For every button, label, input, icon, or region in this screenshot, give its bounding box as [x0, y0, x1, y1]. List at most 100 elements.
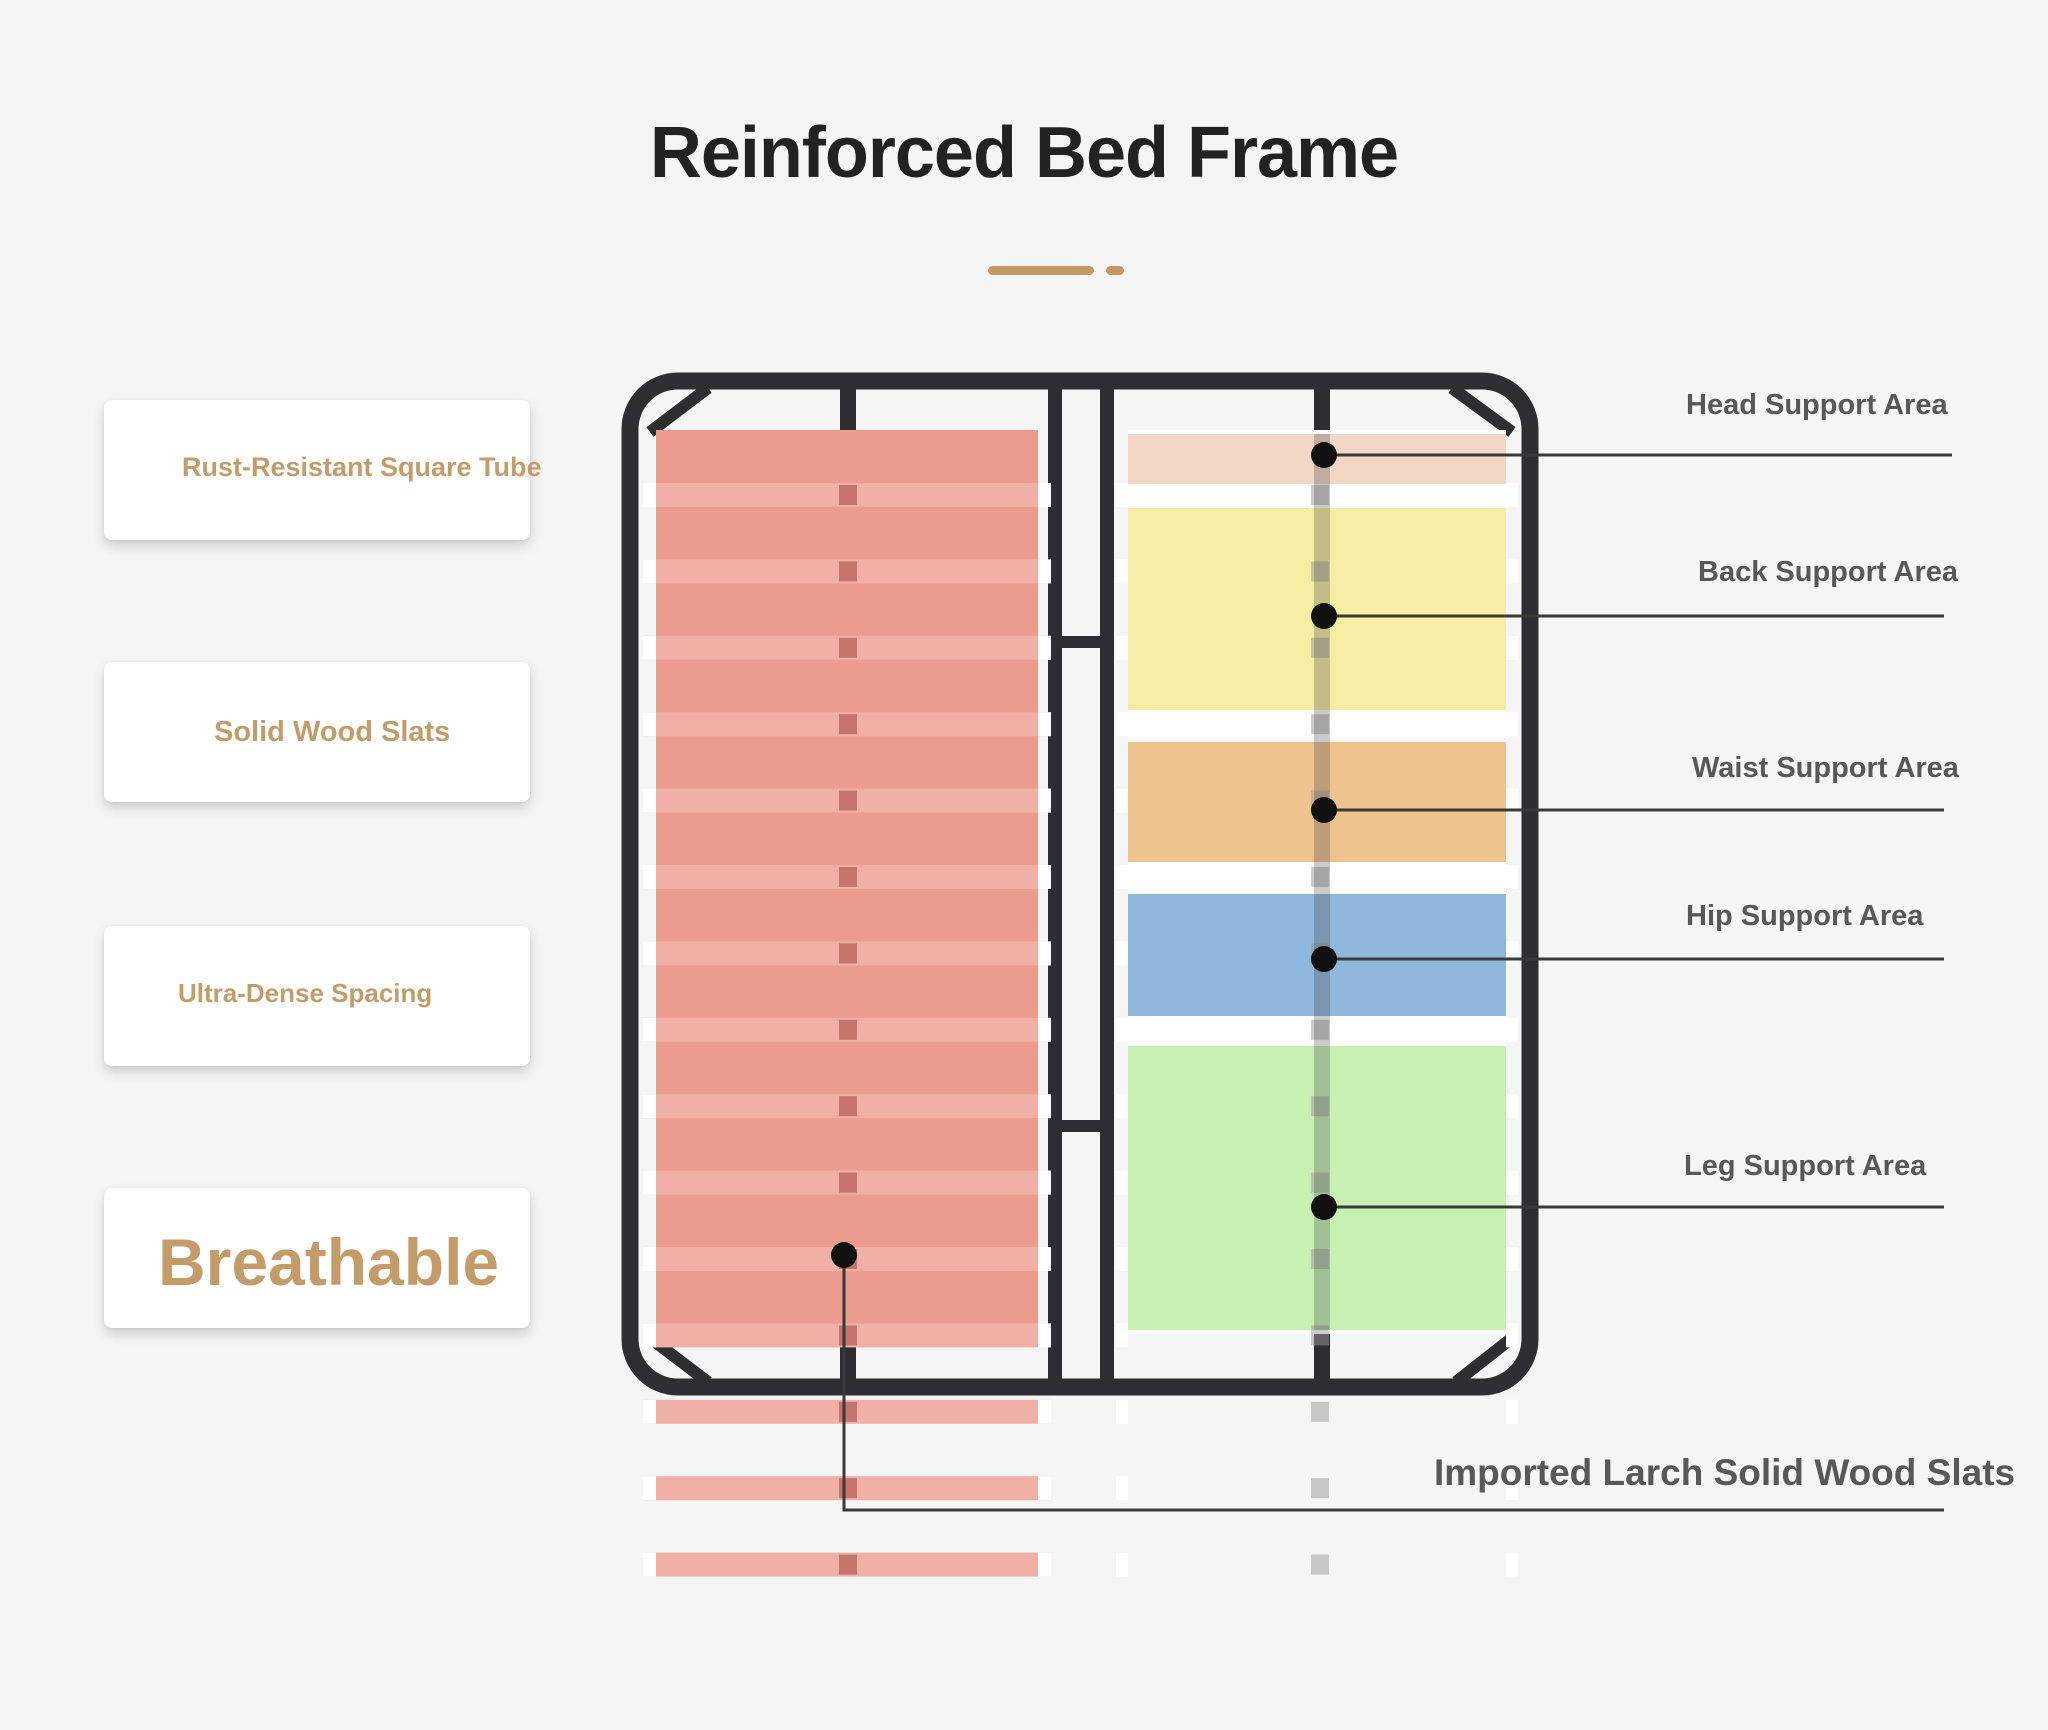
zone-label-waist: Waist Support Area	[1692, 752, 1959, 784]
slat-connector	[1311, 1401, 1329, 1422]
slat-end-cap	[1506, 1323, 1518, 1348]
slat-end-cap	[1506, 635, 1518, 660]
slat-connector	[839, 485, 857, 505]
page-title: Reinforced Bed Frame	[649, 113, 1399, 193]
slat-end-cap	[1116, 1552, 1128, 1577]
slat-connector	[1311, 637, 1329, 658]
callout-slats-dot	[831, 1242, 857, 1268]
slat-end-cap	[643, 1094, 656, 1119]
slat-end-cap	[1116, 1323, 1128, 1348]
slat-connector	[839, 1172, 857, 1193]
callout-back-dot	[1311, 603, 1337, 629]
callout-leg-dot	[1311, 1194, 1337, 1220]
slat-end-cap	[643, 1399, 656, 1424]
slat-connector	[1311, 1249, 1329, 1269]
title-divider-bar	[988, 266, 1094, 275]
slat-connector	[1311, 1019, 1329, 1040]
slat-connector	[839, 1325, 857, 1346]
slat-end-cap	[1038, 635, 1051, 660]
slat-end-cap	[1116, 1170, 1128, 1195]
slat-end-cap	[1506, 712, 1518, 737]
feature-card-rust-resistant: Rust-Resistant Square Tube	[104, 400, 542, 540]
slat-end-cap	[643, 1247, 656, 1271]
slat-end-cap	[1506, 941, 1518, 966]
slat-end-cap	[1506, 1476, 1518, 1501]
slat-connector	[839, 1554, 857, 1575]
feature-card-dense-spacing: Ultra-Dense Spacing	[104, 926, 530, 1066]
slat-end-cap	[1038, 1170, 1051, 1195]
slat-connector	[1311, 485, 1329, 505]
slat-connector	[839, 1478, 857, 1499]
feature-label: Ultra-Dense Spacing	[178, 978, 433, 1008]
slat-end-cap	[643, 1017, 656, 1042]
slat-end-cap	[643, 1323, 656, 1348]
slat-connector	[839, 714, 857, 735]
slat-connector	[839, 790, 857, 811]
slat-end-cap	[1506, 865, 1518, 889]
slat-end-cap	[1116, 941, 1128, 966]
title-divider-dot	[1106, 266, 1124, 275]
slat-end-cap	[1506, 1017, 1518, 1042]
slat-end-cap	[643, 865, 656, 889]
slat-end-cap	[643, 1476, 656, 1501]
frame-center-rail-left	[1048, 381, 1062, 1387]
slat-connector	[839, 943, 857, 964]
feature-label: Rust-Resistant Square Tube	[182, 452, 542, 482]
frame-center-crossbar	[1062, 1120, 1100, 1132]
slat-end-cap	[1038, 1094, 1051, 1119]
slat-end-cap	[1506, 788, 1518, 813]
slat-end-cap	[1038, 941, 1051, 966]
slat-connector	[1311, 1325, 1329, 1346]
frame-corner-brace	[1448, 383, 1516, 437]
zone-label-back: Back Support Area	[1698, 556, 1958, 588]
slat-end-cap	[1116, 559, 1128, 584]
slat-connector	[1311, 1172, 1329, 1193]
feature-card-solid-wood: Solid Wood Slats	[104, 662, 530, 802]
slat-connector	[1311, 714, 1329, 735]
slat-end-cap	[1506, 1170, 1518, 1195]
slat-end-cap	[1116, 1094, 1128, 1119]
zone-label-head: Head Support Area	[1686, 389, 1948, 421]
frame-center-crossbar	[1062, 636, 1100, 648]
callout-waist-dot	[1311, 797, 1337, 823]
slat-end-cap	[1038, 865, 1051, 889]
slat-end-cap	[1506, 483, 1518, 507]
feature-label: Breathable	[158, 1225, 500, 1299]
slat-end-cap	[643, 1170, 656, 1195]
slat-end-cap	[1038, 788, 1051, 813]
slat-end-cap	[1116, 865, 1128, 889]
slat-end-cap	[1038, 1323, 1051, 1348]
slat-end-cap	[1038, 1247, 1051, 1271]
callout-slats-line	[842, 1255, 1944, 1512]
frame-corner-brace	[1452, 1333, 1516, 1387]
zone-label-hip: Hip Support Area	[1686, 900, 1924, 932]
slat-end-cap	[643, 635, 656, 660]
frame-corner-brace	[646, 383, 712, 437]
callout-hip-dot	[1311, 946, 1337, 972]
slat-connector	[839, 637, 857, 658]
frame-outer-tube	[621, 372, 1539, 1396]
slats-group	[643, 430, 1518, 1577]
slats-label: Imported Larch Solid Wood Slats	[1434, 1452, 2016, 1493]
callout-head-dot	[1311, 442, 1337, 468]
slat-end-cap	[1038, 559, 1051, 584]
slat-end-cap	[1038, 712, 1051, 737]
slat-end-cap	[1116, 1476, 1128, 1501]
slat-end-cap	[1506, 1094, 1518, 1119]
slat-connector	[1311, 867, 1329, 887]
feature-label: Solid Wood Slats	[214, 716, 451, 748]
slat-end-cap	[643, 483, 656, 507]
slat-end-cap	[1038, 1552, 1051, 1577]
slat-end-cap	[1506, 1247, 1518, 1271]
slat-connector	[1311, 1478, 1329, 1499]
slat-end-cap	[1506, 1552, 1518, 1577]
slat-end-cap	[1116, 1017, 1128, 1042]
slat-connector	[1311, 561, 1329, 582]
slat-end-cap	[1038, 1017, 1051, 1042]
slat-end-cap	[643, 941, 656, 966]
slat-connector	[839, 867, 857, 887]
slat-connector	[1311, 1554, 1329, 1575]
slat-end-cap	[1116, 1247, 1128, 1271]
slat-end-cap	[643, 559, 656, 584]
